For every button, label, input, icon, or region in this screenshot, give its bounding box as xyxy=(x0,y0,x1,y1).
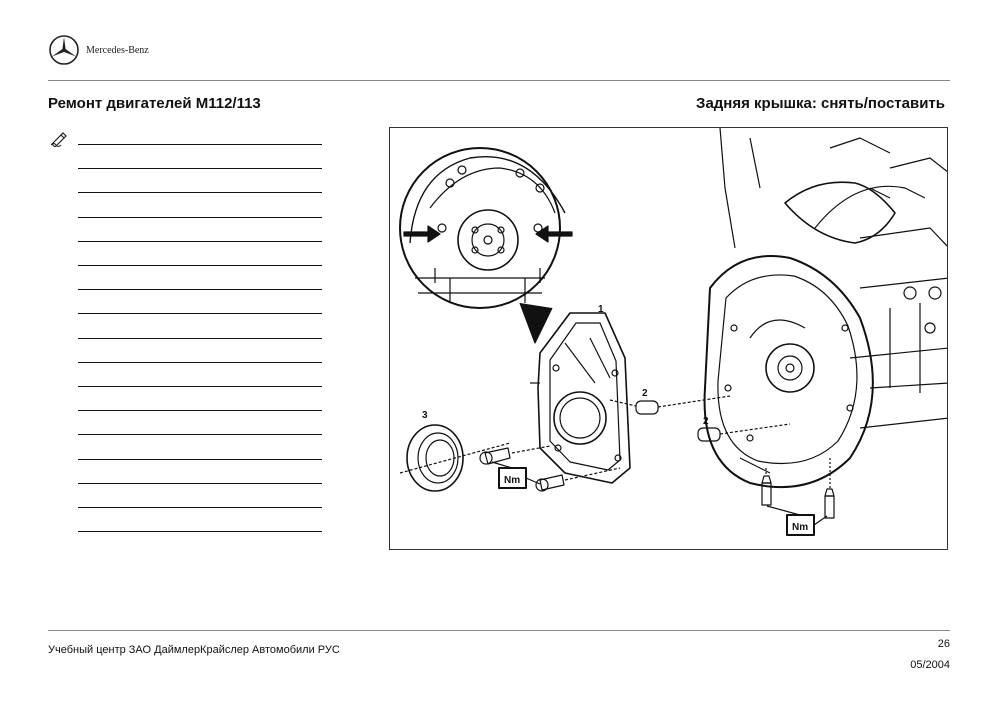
cover-bolts xyxy=(479,445,621,492)
footer-divider xyxy=(48,630,950,631)
note-line xyxy=(78,289,322,291)
engine-rear-cover-illustration: 1 2 2 3 Nm Nm xyxy=(389,127,948,550)
header-divider xyxy=(48,80,950,81)
torque-boxes xyxy=(491,461,828,536)
note-line xyxy=(78,337,322,339)
note-line xyxy=(78,361,322,363)
page-number: 26 xyxy=(937,638,950,650)
note-line xyxy=(78,265,322,266)
pencil-writing-icon xyxy=(50,132,67,147)
note-line xyxy=(78,216,322,218)
note-line xyxy=(78,240,322,242)
note-line xyxy=(78,386,322,387)
callout-1: 1 xyxy=(598,304,604,315)
document-title: Ремонт двигателей M112/113 xyxy=(48,95,261,112)
engine-block xyxy=(703,128,947,489)
lower-bolts xyxy=(761,458,835,519)
dowel-pins xyxy=(609,395,791,442)
seal-ring-part xyxy=(399,424,511,492)
note-line xyxy=(78,531,322,533)
torque-label-1: Nm xyxy=(504,475,520,486)
note-line xyxy=(78,482,322,484)
mercedes-star-icon xyxy=(49,35,79,65)
detail-view xyxy=(399,147,573,344)
note-line xyxy=(78,507,322,508)
brand-name: Mercedes-Benz xyxy=(86,44,149,56)
document-date: 05/2004 xyxy=(910,659,950,671)
note-line xyxy=(78,458,322,460)
note-line xyxy=(78,313,322,315)
note-line xyxy=(78,168,322,170)
callout-2b: 2 xyxy=(703,416,709,427)
note-line xyxy=(78,192,322,194)
note-line xyxy=(78,434,322,436)
callout-3: 3 xyxy=(422,410,428,421)
footer-organization: Учебный центр ЗАО ДаймлерКрайслер Автомо… xyxy=(48,644,340,656)
section-title: Задняя крышка: снять/поставить xyxy=(696,95,945,112)
note-line xyxy=(78,144,322,145)
torque-label-2: Nm xyxy=(792,522,808,533)
note-line xyxy=(78,410,322,412)
rear-cover-part xyxy=(530,312,631,484)
technical-drawing: 1 2 2 3 Nm Nm xyxy=(399,128,947,536)
callout-2a: 2 xyxy=(642,388,648,399)
brand-logo: Mercedes-Benz xyxy=(48,34,149,66)
